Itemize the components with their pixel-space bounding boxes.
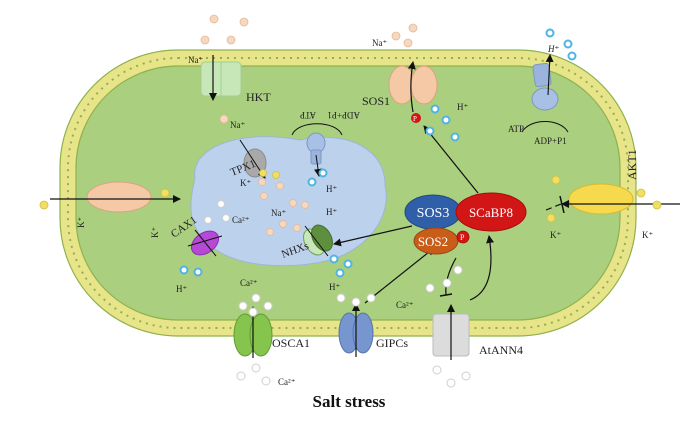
sos2-inhibit-atann4 <box>445 257 457 296</box>
pm-proton-pump <box>521 54 569 133</box>
adp-pm: ADP+P1 <box>534 136 567 146</box>
k-tpk: K⁺ <box>240 178 251 188</box>
atann4-label: AtANN4 <box>479 343 523 357</box>
akt1-label: AKT1 <box>625 149 639 180</box>
atann4-to-scabp8-arrow <box>469 235 495 301</box>
h-nhx: H⁺ <box>329 282 340 292</box>
k-left-in: K⁺ <box>150 227 160 238</box>
na-ion-dots <box>200 14 418 236</box>
ca-cyto-mid: Ca²⁺ <box>396 300 414 310</box>
osca1-label: OSCA1 <box>272 336 310 350</box>
scabp8-protein <box>455 192 527 232</box>
akt1-channel <box>561 183 680 215</box>
atann4-channel <box>432 304 470 360</box>
sos-to-nhx-arrow <box>333 225 413 247</box>
adp-vac: ADP+P1 <box>327 110 360 120</box>
ca-vac: Ca²⁺ <box>232 215 250 225</box>
scabp8-akt1-inhibit <box>545 203 562 211</box>
k-right-in: K⁺ <box>550 230 561 240</box>
caption: Salt stress <box>313 392 386 411</box>
sos3-label: SOS3 <box>417 206 450 221</box>
sos2-protein <box>413 227 459 255</box>
sos2-label: SOS2 <box>418 234 448 249</box>
sos1-antiporter <box>388 61 438 113</box>
cax1-antiporter <box>187 229 223 257</box>
h-in-sos1: H⁺ <box>457 102 468 112</box>
glpcs-to-sos2-arrow <box>364 247 435 304</box>
hkt-label: HKT <box>246 90 271 104</box>
na-out-sos1: Na⁺ <box>372 38 387 48</box>
k-ion-dots <box>39 169 662 223</box>
inhibit-bar <box>559 195 565 214</box>
ion-labels: Na⁺ Na⁺ Na⁺ H⁺ H⁺ ATP ADP+P1 ATP ADP+P1 … <box>76 38 653 387</box>
glpcs-label: GIPCs <box>376 336 408 350</box>
na-out-hkt: Na⁺ <box>188 55 203 65</box>
scabp8-label: SCaBP8 <box>469 205 513 220</box>
atp-pm: ATP <box>508 124 524 134</box>
na-in-hkt: Na⁺ <box>230 120 245 130</box>
sos2-phospho-label: P <box>460 233 465 242</box>
sos1-phospho-dot <box>411 113 421 123</box>
na-vac: Na⁺ <box>271 208 286 218</box>
vacuolar-proton-pump <box>291 123 343 177</box>
glpcs-channel <box>338 303 374 357</box>
atann4-inhibit-bar <box>439 293 453 297</box>
osca1-channel <box>233 306 273 358</box>
atp-vac: ATP <box>300 110 316 120</box>
k-left-out: K⁺ <box>76 217 86 228</box>
h-ion-dots <box>179 28 577 278</box>
nhxs-antiporter <box>303 224 333 257</box>
ca-cyto-vac: Ca²⁺ <box>240 278 258 288</box>
h-cax: H⁺ <box>176 284 187 294</box>
sos2-phospho-dot <box>456 230 470 244</box>
k-right-out: K⁺ <box>642 230 653 240</box>
hkt-channel <box>200 55 242 101</box>
sos1-phospho-label: P <box>413 115 417 123</box>
h-out-pump: H⁺ <box>547 44 559 54</box>
ca-out-osca: Ca²⁺ <box>278 377 296 387</box>
sos1-label: SOS1 <box>362 94 390 108</box>
h-vac-low: H⁺ <box>326 207 337 217</box>
scabp8-to-sos1-arrow <box>423 125 479 194</box>
left-k-channel <box>50 181 181 213</box>
h-vac-pump: H⁺ <box>326 184 337 194</box>
ca-ion-dots <box>204 200 471 388</box>
